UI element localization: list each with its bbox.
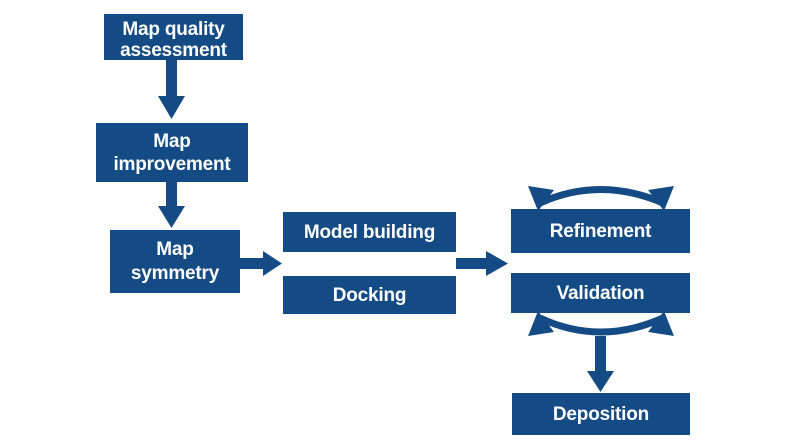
- map-improvement-label-line2: improvement: [113, 154, 231, 175]
- docking-box[interactable]: [283, 276, 456, 314]
- docking-label: Docking: [333, 285, 407, 306]
- arc-bottom-validation-cycle: [528, 311, 674, 336]
- deposition-box[interactable]: [512, 393, 690, 435]
- arrow-quality-to-improvement: [158, 60, 185, 119]
- map-improvement-label-line1: Map: [153, 131, 190, 152]
- arrow-improvement-to-symmetry: [158, 182, 185, 228]
- node-map-symmetry[interactable]: Map symmetry: [110, 230, 240, 293]
- arrow-building-to-refinement: [456, 251, 508, 276]
- model-building-label: Model building: [304, 222, 435, 243]
- arc-top-refinement-cycle: [528, 186, 674, 211]
- arrow-cycle-to-deposition: [587, 336, 614, 392]
- node-map-improvement[interactable]: Map improvement: [96, 123, 248, 182]
- refinement-label: Refinement: [550, 221, 652, 242]
- node-model-building[interactable]: Model building: [283, 212, 456, 252]
- arrow-symmetry-to-building: [240, 251, 282, 276]
- map-symmetry-box[interactable]: [110, 230, 240, 293]
- node-docking[interactable]: Docking: [283, 276, 456, 314]
- map-improvement-box[interactable]: [96, 123, 248, 182]
- node-validation[interactable]: Validation: [511, 273, 690, 313]
- node-refinement[interactable]: Refinement: [511, 209, 690, 253]
- validation-label: Validation: [557, 283, 645, 304]
- deposition-label: Deposition: [553, 404, 649, 425]
- map-quality-assessment-box[interactable]: [104, 14, 243, 60]
- model-building-box[interactable]: [283, 212, 456, 252]
- refinement-box[interactable]: [511, 209, 690, 253]
- map-quality-assessment-label-line2: assessment: [120, 40, 228, 61]
- node-deposition[interactable]: Deposition: [512, 393, 690, 435]
- map-quality-assessment-label-line1: Map quality: [122, 19, 225, 40]
- validation-box[interactable]: [511, 273, 690, 313]
- node-map-quality-assessment[interactable]: Map quality assessment: [104, 14, 243, 61]
- map-symmetry-label-line2: symmetry: [131, 263, 220, 284]
- map-symmetry-label-line1: Map: [156, 239, 193, 260]
